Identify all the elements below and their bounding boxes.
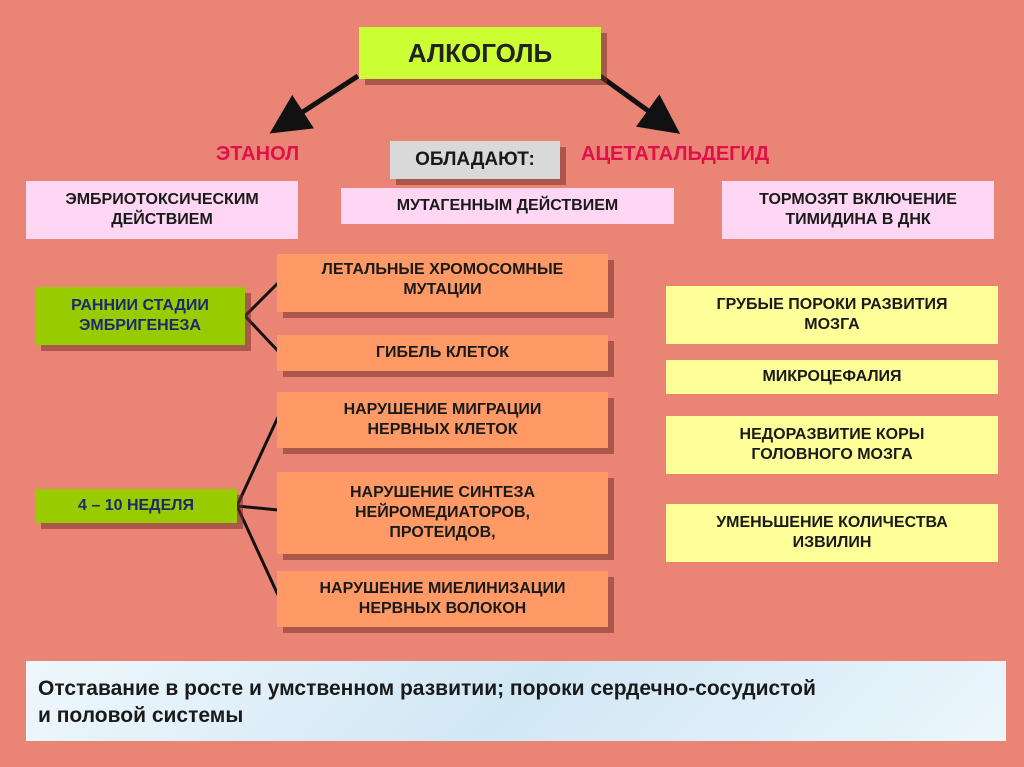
microcephaly-text: МИКРОЦЕФАЛИЯ	[762, 368, 902, 385]
gross-defects-line-1: ГРУБЫЕ ПОРОКИ РАЗВИТИЯ	[716, 296, 948, 313]
early-stages-line-1: РАННИИ СТАДИИ	[71, 297, 209, 314]
weeks-text: 4 – 10 НЕДЕЛЯ	[78, 497, 194, 514]
early-stages-box: РАННИИ СТАДИИ ЭМБРИГЕНЕЗА	[35, 287, 245, 345]
gross-defects-box: ГРУБЫЕ ПОРОКИ РАЗВИТИЯ МОЗГА	[666, 286, 998, 344]
embryotoxic-line-1: ЭМБРИОТОКСИЧЕСКИМ	[65, 191, 259, 208]
embryotoxic-box: ЭМБРИОТОКСИЧЕСКИМ ДЕЙСТВИЕМ	[26, 181, 298, 239]
synthesis-line-2: НЕЙРОМЕДИАТОРОВ,	[354, 504, 530, 521]
thymidine-line-2: ТИМИДИНА В ДНК	[785, 211, 931, 228]
summary-box: Отставание в росте и умственном развитии…	[26, 661, 1006, 741]
cell-death-box: ГИБЕЛЬ КЛЕТОК	[277, 335, 608, 371]
convolutions-line-2: ИЗВИЛИН	[792, 534, 872, 551]
possess-box: ОБЛАДАЮТ:	[390, 141, 560, 179]
convolutions-box: УМЕНЬШЕНИЕ КОЛИЧЕСТВА ИЗВИЛИН	[666, 504, 998, 562]
possess-text: ОБЛАДАЮТ:	[415, 149, 535, 171]
lethal-mutations-line-2: МУТАЦИИ	[403, 281, 482, 298]
arrow-to-ethanol	[269, 73, 360, 134]
microcephaly-box: МИКРОЦЕФАЛИЯ	[666, 360, 998, 394]
weeks-box: 4 – 10 НЕДЕЛЯ	[35, 489, 237, 523]
synthesis-line-1: НАРУШЕНИЕ СИНТЕЗА	[349, 484, 536, 501]
summary-line-1: Отставание в росте и умственном развитии…	[38, 677, 816, 700]
synthesis-line-3: ПРОТЕИДОВ,	[389, 524, 496, 541]
gross-defects-line-2: МОЗГА	[804, 316, 860, 333]
lethal-mutations-box: ЛЕТАЛЬНЫЕ ХРОМОСОМНЫЕ МУТАЦИИ	[277, 254, 608, 312]
convolutions-line-1: УМЕНЬШЕНИЕ КОЛИЧЕСТВА	[716, 514, 948, 531]
myelination-line-1: НАРУШЕНИЕ МИЕЛИНИЗАЦИИ	[319, 580, 566, 597]
cortex-box: НЕДОРАЗВИТИЕ КОРЫ ГОЛОВНОГО МОЗГА	[666, 416, 998, 474]
migration-line-1: НАРУШЕНИЕ МИГРАЦИИ	[343, 401, 542, 418]
mutagenic-text: МУТАГЕННЫМ ДЕЙСТВИЕМ	[396, 197, 619, 214]
migration-line-2: НЕРВНЫХ КЛЕТОК	[367, 421, 518, 438]
myelination-box: НАРУШЕНИЕ МИЕЛИНИЗАЦИИ НЕРВНЫХ ВОЛОКОН	[277, 571, 608, 627]
acetaldehyde-label: АЦЕТАТАЛЬДЕГИД	[581, 143, 769, 166]
alcohol-title-text: АЛКОГОЛЬ	[407, 37, 553, 68]
acetaldehyde-label-text: АЦЕТАТАЛЬДЕГИД	[581, 143, 770, 165]
embryotoxic-line-2: ДЕЙСТВИЕМ	[111, 211, 213, 228]
week-stage-branch-mid	[236, 504, 279, 512]
alcohol-title: АЛКОГОЛЬ	[359, 27, 601, 79]
arrow-to-acetaldehyde	[598, 73, 681, 134]
cortex-line-2: ГОЛОВНОГО МОЗГА	[751, 446, 913, 463]
early-stages-line-2: ЭМБРИГЕНЕЗА	[79, 317, 201, 334]
migration-box: НАРУШЕНИЕ МИГРАЦИИ НЕРВНЫХ КЛЕТОК	[277, 392, 608, 448]
myelination-line-2: НЕРВНЫХ ВОЛОКОН	[358, 600, 527, 617]
early-stage-branch	[242, 281, 280, 353]
synthesis-box: НАРУШЕНИЕ СИНТЕЗА НЕЙРОМЕДИАТОРОВ, ПРОТЕ…	[277, 472, 608, 554]
ethanol-label-text: ЭТАНОЛ	[216, 143, 300, 165]
summary-line-2: и половой системы	[38, 704, 244, 728]
thymidine-box: ТОРМОЗЯТ ВКЛЮЧЕНИЕ ТИМИДИНА В ДНК	[722, 181, 994, 239]
ethanol-label: ЭТАНОЛ	[216, 143, 299, 166]
cortex-line-1: НЕДОРАЗВИТИЕ КОРЫ	[739, 426, 925, 443]
mutagenic-box: МУТАГЕННЫМ ДЕЙСТВИЕМ	[341, 188, 674, 224]
cell-death-text: ГИБЕЛЬ КЛЕТОК	[375, 344, 510, 361]
lethal-mutations-line-1: ЛЕТАЛЬНЫЕ ХРОМОСОМНЫЕ	[321, 261, 564, 278]
thymidine-line-1: ТОРМОЗЯТ ВКЛЮЧЕНИЕ	[759, 191, 957, 208]
